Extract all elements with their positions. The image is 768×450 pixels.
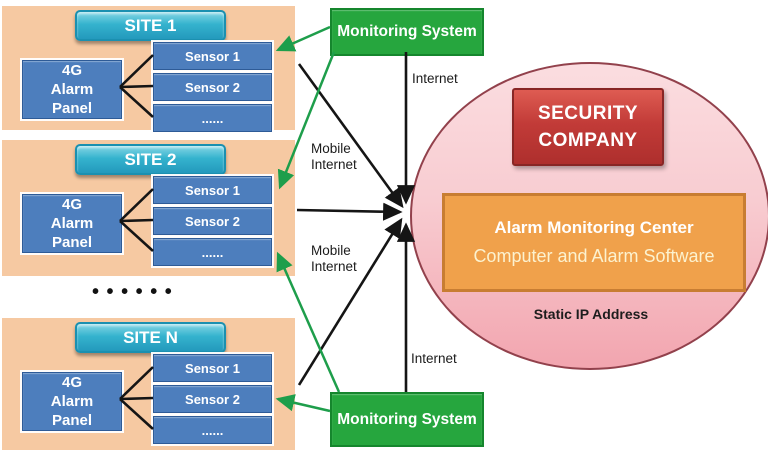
site-n-sensor-2: Sensor 2: [153, 385, 272, 413]
internet-label-bottom: Internet: [411, 351, 457, 366]
site-1-header: SITE 1: [75, 10, 226, 41]
panel-line: 4G: [61, 62, 82, 79]
site-1-to-center-arrow: [297, 63, 404, 209]
panel-line: Panel: [51, 412, 93, 429]
internet-label-top: Internet: [412, 71, 458, 86]
monitoring-system-label: Monitoring System: [337, 410, 477, 428]
site-2-title: SITE 2: [124, 149, 177, 169]
site-2-block: SITE 2 4G Alarm Panel Sensor 1 Sensor 2 …: [2, 140, 295, 276]
site-2-to-center-arrow: [296, 202, 403, 221]
security-company-box: SECURITY COMPANY: [512, 88, 664, 166]
security-company-line: COMPANY: [538, 130, 638, 151]
sensor-label: Sensor 2: [185, 213, 240, 229]
site-1-title: SITE 1: [124, 15, 177, 35]
sensor-label: Sensor 2: [185, 79, 240, 95]
site-2-header: SITE 2: [75, 144, 226, 175]
monitoring-system-label: Monitoring System: [337, 23, 477, 40]
site-n-header: SITE N: [75, 322, 226, 353]
panel-line: Panel: [51, 100, 93, 117]
alarm-monitoring-center-subtitle: Computer and Alarm Software: [473, 246, 715, 266]
label-line: Mobile: [311, 243, 351, 258]
more-sites-ellipsis: • • • • • •: [92, 281, 173, 303]
label-line: Mobile: [311, 141, 351, 156]
static-ip-label: Static IP Address: [533, 306, 649, 322]
sensor-label: Sensor 1: [185, 360, 240, 376]
sensor-label: ......: [201, 422, 224, 438]
site-2-sensor-more: ......: [153, 238, 272, 266]
mobile-internet-label-2: Mobile Internet: [311, 243, 357, 275]
site-1-sensor-2: Sensor 2: [153, 73, 272, 101]
site-1-alarm-panel: 4G Alarm Panel: [22, 60, 122, 119]
sensor-label: Sensor 2: [185, 391, 240, 407]
monitoring-system-top-box: Monitoring System: [330, 8, 484, 56]
panel-line: Alarm: [50, 215, 94, 232]
site-1-sensor-1: Sensor 1: [153, 42, 272, 70]
security-company-line: SECURITY: [537, 103, 639, 124]
site-1-sensor-more: ......: [153, 104, 272, 132]
mobile-internet-label-1: Mobile Internet: [311, 141, 357, 173]
site-n-sensor-1: Sensor 1: [153, 354, 272, 382]
label-line: Internet: [311, 157, 357, 172]
panel-line: 4G: [61, 196, 82, 213]
sensor-label: Sensor 1: [185, 48, 240, 64]
sensor-label: ......: [201, 244, 224, 260]
alarm-monitoring-center-title: Alarm Monitoring Center: [494, 218, 694, 237]
site-2-alarm-panel: 4G Alarm Panel: [22, 194, 122, 253]
panel-line: Alarm: [50, 81, 94, 98]
monitoring-system-bottom-box: Monitoring System: [330, 392, 484, 447]
label-line: Internet: [311, 259, 357, 274]
alarm-monitoring-center-box: Alarm Monitoring Center Computer and Ala…: [442, 193, 746, 292]
site-2-sensor-2: Sensor 2: [153, 207, 272, 235]
site-1-block: SITE 1 4G Alarm Panel Sensor 1 Sensor 2 …: [2, 6, 295, 132]
panel-line: 4G: [61, 374, 82, 391]
site-n-sensor-more: ......: [153, 416, 272, 444]
site-2-sensor-1: Sensor 1: [153, 176, 272, 204]
site-n-block: SITE N 4G Alarm Panel Sensor 1 Sensor 2 …: [2, 318, 295, 450]
sensor-label: Sensor 1: [185, 182, 240, 198]
panel-line: Alarm: [50, 393, 94, 410]
site-n-title: SITE N: [123, 327, 178, 347]
sensor-label: ......: [201, 110, 224, 126]
panel-line: Panel: [51, 234, 93, 251]
site-n-alarm-panel: 4G Alarm Panel: [22, 372, 122, 431]
